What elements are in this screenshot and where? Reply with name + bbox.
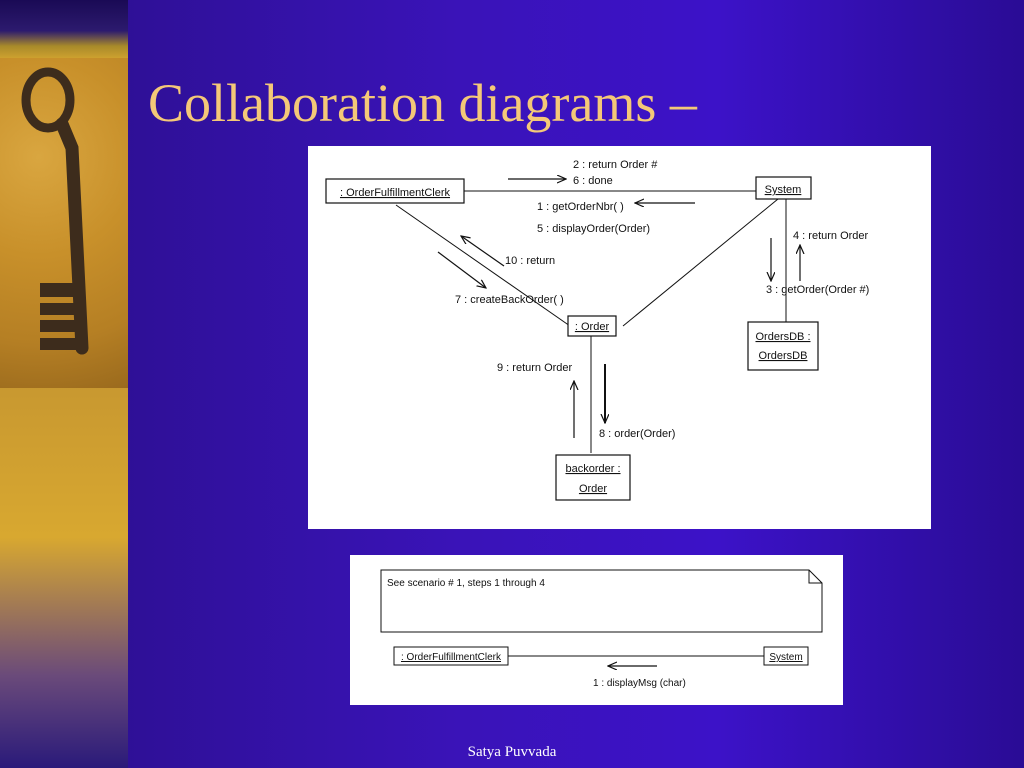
- object-order-label: : Order: [575, 321, 610, 333]
- slide-footer: Satya Puvvada: [467, 744, 557, 760]
- object-ordersdb-line1: OrdersDB :: [755, 331, 810, 343]
- message-labels: 2 : return Order # 6 : done 1 : getOrder…: [455, 159, 869, 440]
- message-m1: 1 : getOrderNbr( ): [537, 201, 624, 213]
- arrow-m7: [437, 251, 486, 288]
- object-backorder[interactable]: backorder : Order: [555, 454, 631, 501]
- object-ordersdb[interactable]: OrdersDB : OrdersDB: [747, 321, 819, 371]
- object-system-label: System: [765, 184, 802, 196]
- object-clerk[interactable]: : OrderFulfillmentClerk: [325, 178, 465, 204]
- object-order[interactable]: : Order: [567, 315, 617, 337]
- collaboration-diagram-panel: : OrderFulfillmentClerk System : Order O…: [308, 146, 931, 529]
- collaboration-diagram: : OrderFulfillmentClerk System : Order O…: [325, 159, 869, 501]
- object-clerk-label: : OrderFulfillmentClerk: [340, 187, 451, 199]
- message-m10: 10 : return: [505, 255, 555, 267]
- scenario-diagram-panel: See scenario # 1, steps 1 through 4 : Or…: [350, 555, 843, 705]
- scenario-diagram: See scenario # 1, steps 1 through 4 : Or…: [380, 569, 823, 689]
- message-arrows: [437, 179, 800, 438]
- scenario-note-text: See scenario # 1, steps 1 through 4: [387, 578, 545, 589]
- message-m4: 4 : return Order: [793, 230, 869, 242]
- message-m9: 9 : return Order: [497, 362, 573, 374]
- message-m6: 6 : done: [573, 175, 613, 187]
- scenario-system-label: System: [769, 652, 802, 663]
- key-icon: [21, 67, 89, 355]
- slide-title: Collaboration diagrams –: [148, 73, 697, 133]
- scenario-object-clerk[interactable]: : OrderFulfillmentClerk: [393, 646, 509, 666]
- object-system[interactable]: System: [755, 176, 812, 200]
- message-m7: 7 : createBackOrder( ): [455, 294, 564, 306]
- arrow-m10: [461, 236, 505, 267]
- message-m5: 5 : displayOrder(Order): [537, 223, 650, 235]
- object-backorder-line2: Order: [579, 483, 607, 495]
- message-m3: 3 : getOrder(Order #): [766, 284, 869, 296]
- scenario-clerk-label: : OrderFulfillmentClerk: [401, 652, 502, 663]
- key-photo: [0, 58, 128, 388]
- object-links: [395, 190, 787, 453]
- scenario-note: See scenario # 1, steps 1 through 4: [380, 569, 823, 633]
- scenario-message: 1 : displayMsg (char): [593, 678, 686, 689]
- message-m2: 2 : return Order #: [573, 159, 658, 171]
- object-backorder-line1: backorder :: [565, 463, 620, 475]
- message-m8: 8 : order(Order): [599, 428, 675, 440]
- scenario-object-system[interactable]: System: [763, 646, 809, 666]
- object-ordersdb-line2: OrdersDB: [759, 350, 808, 362]
